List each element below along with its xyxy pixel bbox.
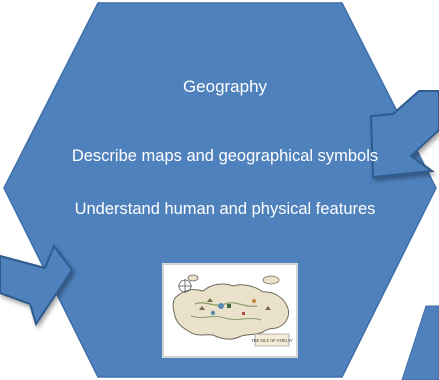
title-text: Geography [182, 77, 268, 96]
partial-hexagon-shape [401, 305, 439, 380]
bullet-text: Understand human and physical features [74, 200, 376, 218]
bullet-text: Describe maps and geographical symbols [71, 147, 379, 165]
hexagon-shape [3, 2, 437, 378]
arrow-icon [369, 90, 439, 179]
map-caption: THE ISLE OF STRUAY [251, 338, 293, 343]
arrow-icon [0, 243, 74, 327]
island-map-illustration: THE ISLE OF STRUAY [162, 263, 298, 358]
